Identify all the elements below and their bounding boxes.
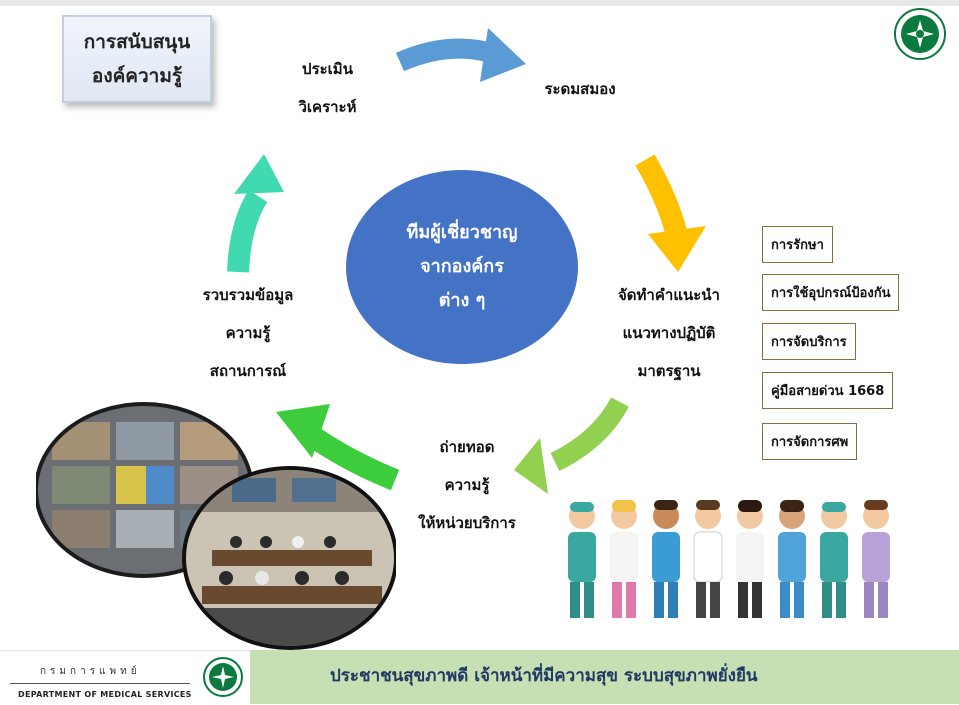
staff-figure xyxy=(693,500,723,618)
tag-service-management: การจัดบริการ xyxy=(762,323,856,360)
arrow-right xyxy=(635,154,706,272)
title-line-1: การสนับสนุน xyxy=(83,31,191,53)
staff-figure xyxy=(568,502,596,618)
footer-slogan: ประชาชนสุขภาพดี เจ้าหน้าที่มีความสุข ระบ… xyxy=(330,666,758,686)
medical-staff-illustration xyxy=(568,500,890,618)
cycle-arrows xyxy=(227,28,706,494)
footer-band xyxy=(250,650,959,704)
staff-figure xyxy=(736,500,764,618)
cycle-assess: ประเมิน วิเคราะห์ xyxy=(298,60,357,116)
photo-collage xyxy=(36,402,396,650)
staff-figure xyxy=(820,502,848,618)
arrow-top xyxy=(395,28,526,82)
top-divider xyxy=(0,0,959,6)
title-box: การสนับสนุน องค์ความรู้ xyxy=(62,15,212,103)
footer-logo-icon xyxy=(203,657,243,697)
arrow-bottom-left xyxy=(276,404,400,491)
expert-team-circle: ทีมผู้เชี่ยวชาญ จากองค์กร ต่าง ๆ xyxy=(346,170,578,364)
arrow-bottom-right xyxy=(514,397,629,494)
tag-treatment: การรักษา xyxy=(762,226,833,263)
department-rule xyxy=(10,683,190,684)
cycle-guidance: จัดทำคำแนะนำ แนวทางปฏิบัติ มาตรฐาน xyxy=(618,286,720,380)
title-line-2: องค์ความรู้ xyxy=(91,65,183,87)
tag-hotline-manual: คู่มือสายด่วน 1668 xyxy=(762,372,894,409)
cycle-brainstorm: ระดมสมอง xyxy=(544,80,616,98)
staff-figure xyxy=(610,500,638,618)
tag-protective-equipment: การใช้อุปกรณ์ป้องกัน xyxy=(762,274,900,311)
staff-figure xyxy=(778,500,806,618)
department-logo-icon xyxy=(894,8,946,60)
arrow-left xyxy=(227,154,284,273)
department-name-thai: กรมการแพทย์ xyxy=(40,666,141,677)
staff-figure xyxy=(862,500,890,618)
department-name-english: DEPARTMENT OF MEDICAL SERVICES xyxy=(18,690,192,699)
cycle-collect: รวบรวมข้อมูล ความรู้ สถานการณ์ xyxy=(202,286,294,380)
staff-figure xyxy=(652,500,680,618)
tag-body-management: การจัดการศพ xyxy=(762,423,858,460)
cycle-transfer: ถ่ายทอด ความรู้ ให้หน่วยบริการ xyxy=(418,438,516,532)
meeting-room-photo xyxy=(182,466,396,650)
